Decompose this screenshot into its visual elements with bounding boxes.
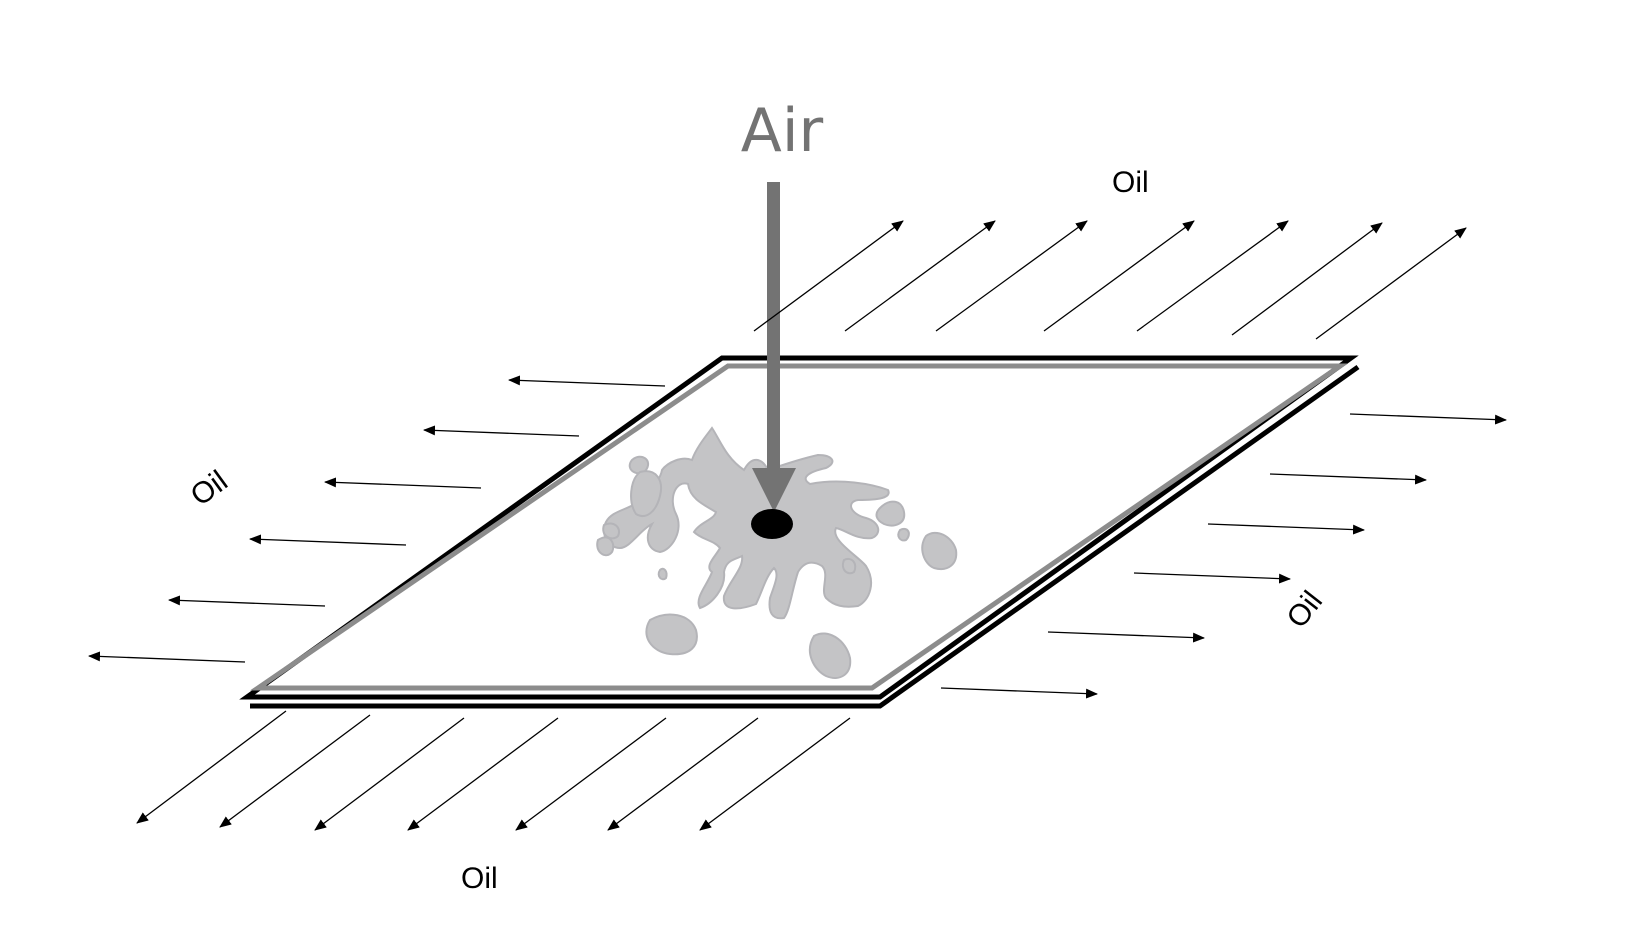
plate-inner-edge [249, 363, 1349, 691]
splash-drop [630, 470, 662, 517]
air-arrow-shaft [767, 182, 780, 472]
oil-flow-arrow [168, 595, 326, 607]
oil-flow-arrow [1043, 220, 1195, 332]
oil-flow-arrow [753, 220, 904, 332]
splash-main [602, 426, 890, 620]
oil-flow-arrow [136, 710, 287, 824]
oil-flow-arrow [508, 375, 666, 387]
oil-flow-arrow [1315, 227, 1467, 340]
oil-flow-arrow [1269, 473, 1427, 485]
splash-drop [875, 500, 906, 527]
oil-flow-arrow [1207, 523, 1365, 535]
oil-flow-arrow [1133, 572, 1291, 584]
oil-arrows-right [940, 413, 1507, 699]
oil-flow-arrow [219, 714, 371, 828]
air-jet: Air [741, 96, 824, 539]
oil-flow-arrow [324, 477, 482, 489]
air-splash [596, 426, 958, 679]
splash-drop [657, 567, 668, 581]
splash-drop [842, 558, 857, 575]
plate-outer-edge [239, 355, 1359, 700]
splash-drop [921, 531, 958, 570]
splash-drop [808, 632, 852, 679]
oil-label-top: Oil [1112, 166, 1149, 199]
oil-arrows-bottom [136, 710, 851, 831]
impact-point [751, 509, 793, 539]
oil-flow-arrow [1231, 222, 1383, 336]
air-label: Air [741, 96, 824, 166]
oil-arrows-top [753, 220, 1467, 340]
oil-label-left: Oil [185, 464, 234, 512]
oil-flow-arrow [1136, 220, 1289, 332]
splash-drop [596, 536, 615, 557]
air-arrow-head [752, 468, 796, 512]
splash-drop [628, 455, 650, 475]
oil-label-bottom: Oil [461, 862, 498, 895]
oil-label-right: Oil [1281, 585, 1330, 634]
oil-flow-arrow [314, 717, 465, 831]
oil-flow-arrow [407, 717, 559, 831]
oil-flow-arrow [1349, 413, 1507, 425]
oil-flow-arrow [935, 220, 1088, 332]
oil-flow-arrow [699, 717, 851, 831]
splash-drop [645, 613, 698, 656]
splash-drop [602, 522, 620, 540]
oil-flow-arrow [940, 687, 1098, 699]
oil-flow-arrow [249, 534, 407, 546]
plate [239, 355, 1360, 709]
plate-bottom-edge [250, 364, 1360, 709]
splash-drop [897, 528, 910, 542]
oil-flow-arrow [423, 425, 580, 437]
oil-flow-arrow [88, 651, 246, 663]
oil-flow-arrow [1047, 631, 1205, 643]
oil-flow-arrow [844, 220, 996, 332]
oil-arrows-left [88, 375, 666, 663]
oil-flow-arrow [515, 717, 667, 831]
oil-flow-arrow [607, 717, 759, 831]
